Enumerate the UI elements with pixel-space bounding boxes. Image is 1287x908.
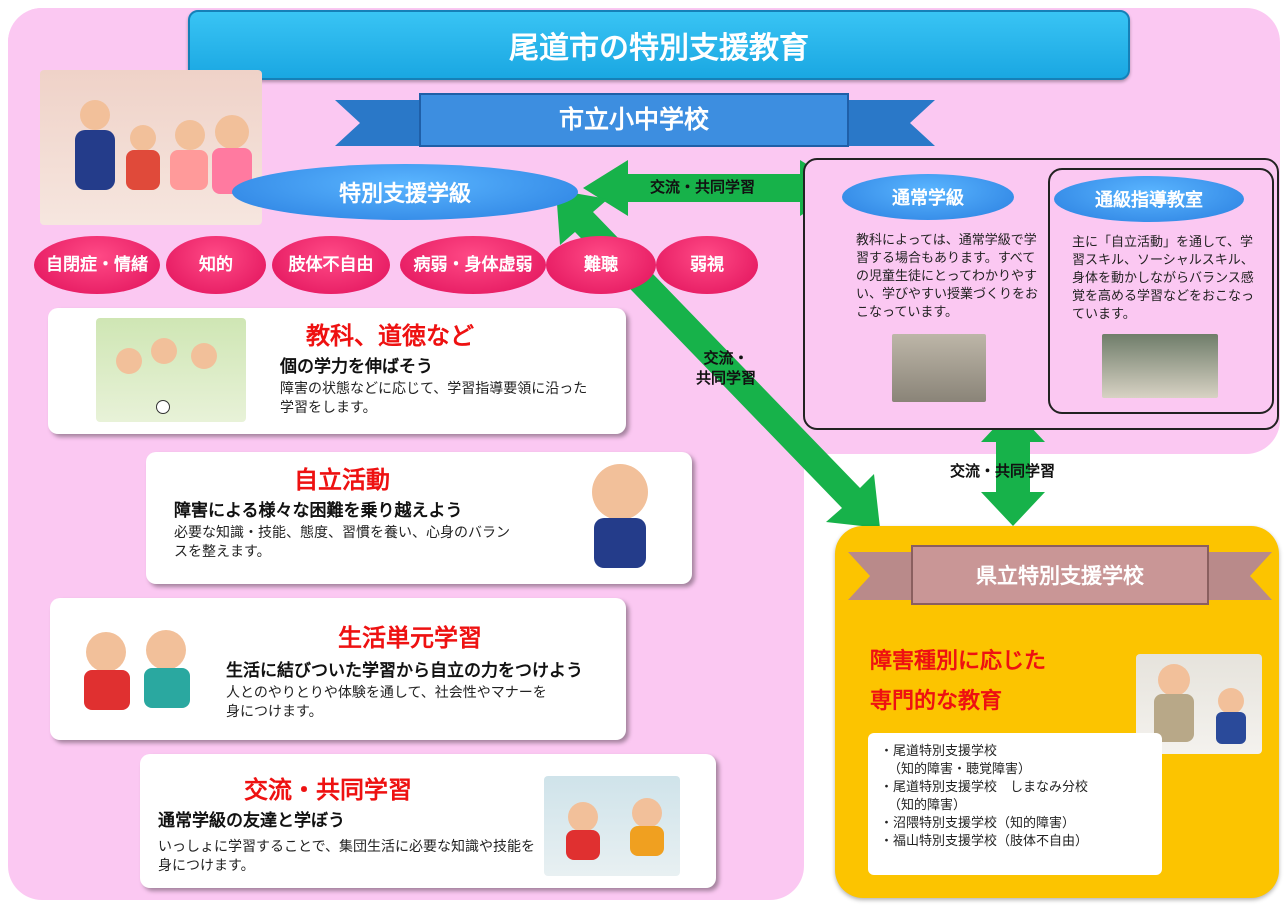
school-list-item: （知的障害） — [888, 798, 967, 813]
teacher-child-illustration — [1136, 654, 1262, 754]
children-ball-illustration — [96, 318, 246, 422]
category-hearing: 難聴 — [546, 236, 656, 294]
card-subjects: 教科、道徳など 個の学力を伸ばそう 障害の状態などに応じて、学習指導要領に沿った… — [48, 308, 626, 434]
exchange-label-diagonal: 交流・ 共同学習 — [696, 348, 756, 388]
children-figures-illustration — [40, 70, 262, 225]
category-health-impairment: 病弱・身体虚弱 — [400, 236, 546, 294]
vertical-double-arrow — [981, 408, 1045, 526]
two-children-illustration — [66, 616, 216, 724]
regular-class-text: 教科によっては、通常学級で学習する場合もあります。すべての児童生徒にとってわかり… — [856, 233, 1039, 320]
card-text: 障害の状態などに応じて、学習指導要領に沿った学習をします。 — [280, 381, 588, 416]
category-physical: 肢体不自由 — [272, 236, 390, 294]
classroom-photo — [892, 334, 986, 402]
city-ribbon-body — [419, 93, 849, 147]
prefecture-heading-line1: 障害種別に応じた — [870, 649, 1047, 674]
school-list-item: ・沼隈特別支援学校（知的障害） — [880, 816, 1076, 831]
resource-room-photo — [1102, 334, 1218, 398]
school-list-item: （知的障害・聴覚障害） — [888, 762, 1032, 777]
exchange-label-diagonal-line2: 共同学習 — [696, 369, 757, 387]
student-figure-illustration — [564, 456, 680, 580]
card-life-unit: 生活単元学習 生活に結びついた学習から自立の力をつけよう 人とのやりとりや体験を… — [50, 598, 626, 740]
card-title: 自立活動 — [294, 466, 390, 494]
card-title: 交流・共同学習 — [244, 776, 412, 804]
card-subtitle: 障害による様々な困難を乗り越えよう — [174, 501, 463, 521]
horizontal-double-arrow — [583, 160, 845, 216]
prefecture-heading: 障害種別に応じた 専門的な教育 — [870, 642, 1046, 722]
card-subtitle: 生活に結びついた学習から自立の力をつけよう — [226, 661, 583, 681]
resource-room-box — [1048, 168, 1274, 414]
category-intellectual: 知的 — [166, 236, 266, 294]
category-vision: 弱視 — [656, 236, 758, 294]
school-list-item: ・福山特別支援学校（肢体不自由） — [880, 834, 1089, 849]
special-support-class-oval: 特別支援学級 — [232, 164, 578, 220]
resource-room-text: 主に「自立活動」を通して、学習スキル、ソーシャルスキル、身体を動かしながらバラン… — [1072, 235, 1255, 322]
card-text: 必要な知識・技能、態度、習慣を養い、心身のバランスを整えます。 — [174, 525, 510, 560]
card-text: 人とのやりとりや体験を通して、社会性やマナーを身につけます。 — [226, 685, 547, 720]
prefecture-ribbon-label: 県立特別支援学校 — [976, 564, 1144, 588]
exchange-label-diagonal-line1: 交流・ — [703, 349, 749, 367]
school-list-item: ・尾道特別支援学校 — [880, 744, 998, 759]
prefecture-heading-line2: 専門的な教育 — [870, 689, 1003, 714]
category-autism-emotional: 自閉症・情緒 — [34, 236, 160, 294]
card-subtitle: 個の学力を伸ばそう — [280, 357, 433, 377]
card-title: 教科、道徳など — [306, 322, 474, 350]
card-exchange: 交流・共同学習 通常学級の友達と学ぼう いっしょに学習することで、集団生活に必要… — [140, 754, 716, 888]
regular-class-oval: 通常学級 — [842, 174, 1014, 220]
school-list-item: ・尾道特別支援学校 しまなみ分校 — [880, 780, 1089, 795]
children-playing-illustration — [544, 776, 680, 876]
city-schools-ribbon-label: 市立小中学校 — [558, 105, 709, 134]
card-independence: 自立活動 障害による様々な困難を乗り越えよう 必要な知識・技能、態度、習慣を養い… — [146, 452, 692, 584]
card-title: 生活単元学習 — [338, 624, 482, 652]
city-ribbon-left-tail — [335, 100, 445, 146]
city-ribbon-right-tail — [823, 100, 935, 146]
school-list: ・尾道特別支援学校 （知的障害・聴覚障害） ・尾道特別支援学校 しまなみ分校 （… — [868, 733, 1162, 875]
page-title: 尾道市の特別支援教育 — [188, 10, 1130, 80]
exchange-label-horizontal: 交流・共同学習 — [650, 178, 756, 196]
card-subtitle: 通常学級の友達と学ぼう — [158, 811, 345, 831]
resource-room-oval: 通級指導教室 — [1054, 176, 1244, 222]
card-text: いっしょに学習することで、集団生活に必要な知識や技能を身につけます。 — [158, 839, 536, 874]
exchange-label-vertical: 交流・共同学習 — [950, 462, 1056, 480]
